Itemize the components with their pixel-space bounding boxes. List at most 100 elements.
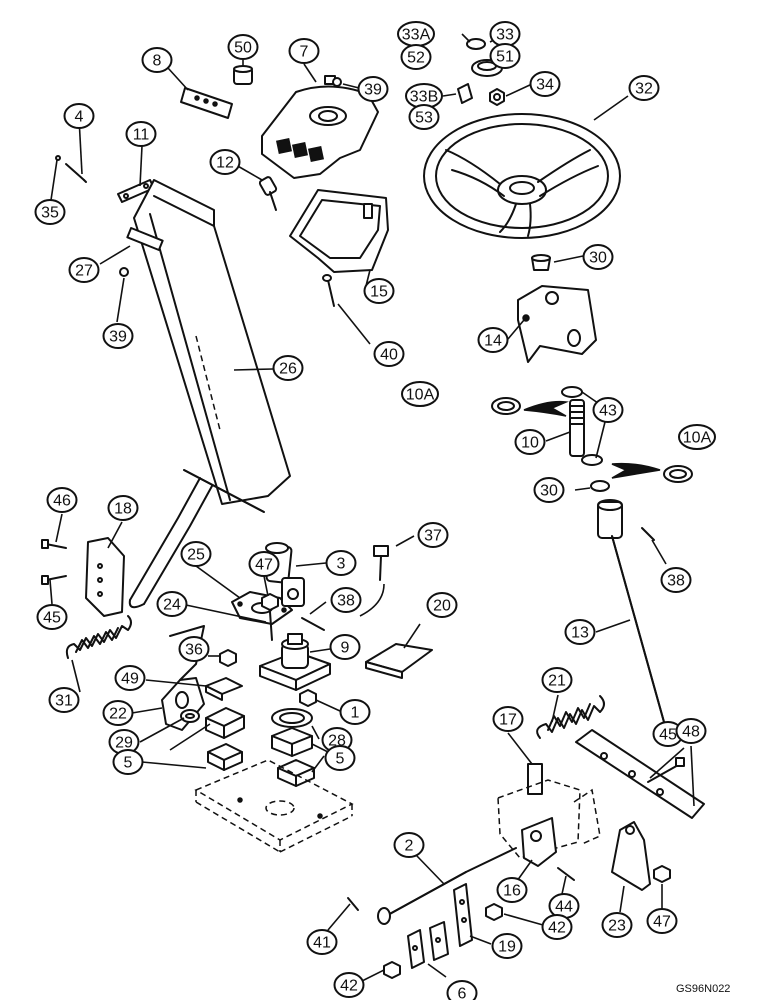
callout-35: 35 [34,199,66,225]
callout-circle [209,149,241,175]
callout-circle [373,341,405,367]
part-50-bushing [233,65,253,85]
part-30-bushing-lower [590,480,610,492]
callout-number: 10 [521,435,539,452]
callout-circle [178,636,210,662]
callout-5: 5 [112,749,144,775]
callout-circle [357,76,389,102]
callout-2: 2 [393,832,425,858]
callout-number: 11 [133,127,150,144]
part-5-pad-c [271,727,313,757]
part-14-bracket [517,285,597,363]
callout-circle [408,104,440,130]
callout-number: 53 [415,110,433,127]
callout-number: 43 [599,403,617,420]
callout-number: 41 [313,935,331,952]
callout-number: 38 [337,593,355,610]
part-19-plate [453,883,473,947]
callout-circle [227,34,259,60]
callout-33b: 33B [405,83,443,109]
callout-circle [446,980,478,1000]
callout-33a: 33A [397,21,435,47]
callout-circle [141,47,173,73]
callout-number: 31 [55,693,73,710]
callout-20: 20 [426,592,458,618]
callout-circle [102,323,134,349]
callout-number: 39 [364,82,382,99]
callout-number: 38 [667,573,685,590]
part-6-clamps [407,921,449,969]
callout-10a: 10A [401,381,439,407]
callout-circle [417,522,449,548]
callout-circle [156,591,188,617]
callout-circle [496,877,528,903]
part-40-bolt [322,274,335,307]
callout-number: 33 [496,27,514,44]
callout-number: 45 [43,610,61,627]
part-5-pad-d [277,759,315,787]
callout-number: 19 [498,939,516,956]
callout-42: 42 [333,972,365,998]
part-33b-34-nut [457,83,505,106]
part-17-bracket [497,763,601,859]
callout-number: 4 [75,109,84,126]
callout-number: 13 [571,625,589,642]
callout-number: 40 [380,347,398,364]
part-30-bushing-top [531,254,551,271]
callout-number: 34 [536,77,554,94]
part-1-nut [299,689,317,707]
callout-19: 19 [491,933,523,959]
part-4-pin [55,155,87,183]
callout-number: 22 [109,706,127,723]
callout-circle [541,914,573,940]
part-36-nut [219,649,237,667]
part-26-column-cover [126,179,291,609]
callout-32: 32 [628,75,660,101]
callout-46: 46 [46,487,78,513]
part-39-screw-left [119,267,129,277]
part-10a-ring-left [491,397,569,417]
part-48-bar [575,729,705,819]
callout-circle [102,700,134,726]
callout-45: 45 [652,721,684,747]
callout-number: 21 [548,673,566,690]
part-13-steering-shaft [597,499,665,723]
callout-27: 27 [68,257,100,283]
callout-number: 42 [548,920,566,937]
callout-47: 47 [646,908,678,934]
callout-number: 33A [402,27,431,44]
callout-circle [114,665,146,691]
part-5-pad-b [207,743,243,771]
callout-circle [492,706,524,732]
callout-number: 46 [53,493,71,510]
callout-number: 47 [653,914,671,931]
callout-38: 38 [330,587,362,613]
callout-number: 5 [124,755,133,772]
part-45-bolt-right [647,757,685,783]
callout-circle [48,687,80,713]
callout-circle [288,38,320,64]
callout-number: 5 [336,751,345,768]
leader-lines [49,33,695,982]
callout-circle [491,933,523,959]
part-47-nut [261,593,279,611]
callout-number: 12 [216,155,234,172]
callout-number: 48 [682,724,700,741]
callout-number: 23 [608,918,626,935]
callout-circle [592,397,624,423]
part-2-cylinder [377,847,517,925]
callout-circle [46,487,78,513]
callout-circle [489,43,521,69]
callout-11: 11 [125,121,157,147]
part-drawings [41,38,705,979]
callout-number: 3 [337,556,346,573]
part-20-plate [365,643,433,679]
part-45-bolt-left [41,575,67,585]
callout-number: 45 [659,727,677,744]
callout-circle [646,908,678,934]
callout-36: 36 [178,636,210,662]
callout-25: 25 [180,541,212,567]
callout-29: 29 [108,729,140,755]
